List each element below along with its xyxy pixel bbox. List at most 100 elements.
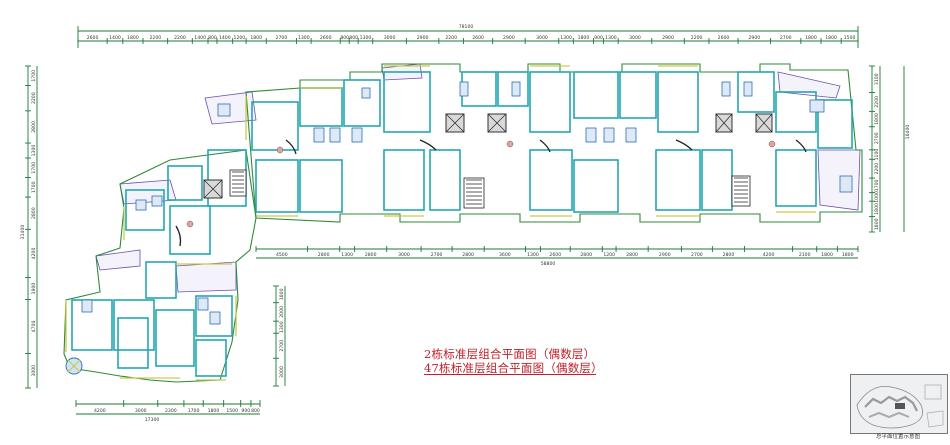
bottom-total-dimension: 58800 [541, 261, 556, 267]
dimension-label: 1800 [578, 35, 590, 41]
dimension-label: 2100 [799, 252, 811, 258]
east-terrace-area [817, 149, 861, 211]
dimension-label: 1300 [31, 145, 37, 157]
dimension-label: 1400 [109, 35, 121, 41]
main-building-block [204, 63, 863, 223]
entry-doors [276, 139, 807, 155]
dimension-label: 3000 [135, 408, 147, 414]
wing-windows [65, 206, 237, 381]
dimension-label: 2200 [874, 96, 880, 108]
dimension-label: 2800 [318, 252, 330, 258]
dimension-label: 1300 [605, 35, 617, 41]
top-total-dimension: 78100 [459, 24, 474, 30]
dimension-label: 1300 [527, 252, 539, 258]
dimension-label: 2800 [626, 252, 638, 258]
dimension-label: 2200 [174, 35, 186, 41]
dimension-label: 2700 [276, 35, 288, 41]
dimension-label: 2800 [31, 121, 37, 133]
dimension-label: 4700 [31, 321, 37, 333]
dimension-label: 1700 [31, 70, 37, 82]
dimension-label: 4200 [763, 252, 775, 258]
dimension-label: 1800 [279, 288, 285, 300]
dimension-label: 2800 [462, 252, 474, 258]
site-key-map [850, 374, 948, 434]
dimension-label: 1800 [127, 35, 139, 41]
dimension-label: 1200 [603, 252, 615, 258]
dimension-label: 2800 [365, 252, 377, 258]
dimension-label: 2600 [472, 35, 484, 41]
dimension-label: 2300 [165, 408, 177, 414]
drawing-title-building-47: 47栋标准层组合平面图（偶数层） [424, 361, 603, 375]
dimension-label: 3000 [536, 35, 548, 41]
windows [245, 65, 816, 217]
interior-rooms [251, 71, 853, 213]
dimension-label: 1800 [842, 252, 854, 258]
dimension-label: 1700 [31, 162, 37, 174]
dimension-label: 1700 [31, 181, 37, 193]
dimension-label: 3000 [279, 366, 285, 378]
dimension-label: 1800 [825, 35, 837, 41]
dimension-label: 3000 [384, 35, 396, 41]
dimension-label: 1300 [298, 35, 310, 41]
dimension-label: 2900 [662, 35, 674, 41]
dimension-label: 1300 [341, 252, 353, 258]
wing-outline [63, 149, 257, 383]
dimension-label: 2700 [691, 252, 703, 258]
dimension-label: 2800 [723, 252, 735, 258]
dimension-label: 1000 [874, 191, 880, 203]
dimension-label: 2700 [780, 35, 792, 41]
wing-fixtures [81, 195, 221, 325]
dimension-label: 1800 [874, 113, 880, 125]
dimension-label: 1800 [874, 218, 880, 230]
wing-balcony-area [95, 249, 141, 271]
dimension-label: 1800 [874, 203, 880, 215]
key-map-label: 总平面位置示意图 [875, 434, 920, 440]
dimension-label: 2200 [691, 35, 703, 41]
dimension-label: 2700 [431, 252, 443, 258]
dimension-label: 1800 [805, 35, 817, 41]
dimension-label: 800 [251, 408, 260, 414]
north-balcony-area-2 [777, 71, 841, 99]
site-plan-thumbnail [851, 375, 947, 433]
lower-total-dimension: 17300 [145, 417, 160, 423]
dimension-label: 1800 [208, 408, 220, 414]
dimension-label: 4500 [276, 252, 288, 258]
main-block-outline [245, 63, 863, 223]
dimension-label: 1900 [31, 283, 37, 295]
dimension-label: 1500 [844, 35, 856, 41]
dimension-label: 1700 [874, 179, 880, 191]
dimension-label: 1800 [821, 252, 833, 258]
dimension-label: 1300 [560, 35, 572, 41]
dimension-label: 1300 [360, 35, 372, 41]
elevator-cores [445, 113, 773, 133]
dimension-label: 2200 [31, 92, 37, 104]
dimension-label: 1700 [188, 408, 200, 414]
dimension-label: 1500 [226, 408, 238, 414]
dimension-label: 3600 [499, 252, 511, 258]
dimension-label: 2200 [445, 35, 457, 41]
dimension-label: 800 [349, 35, 358, 41]
dimension-label: 900 [594, 35, 603, 41]
dimension-label: 1300 [279, 321, 285, 333]
dimension-label: 2800 [31, 207, 37, 219]
drawing-title-building-2: 2栋标准层组合平面图（偶数层） [424, 347, 596, 361]
dimension-label: 2800 [580, 252, 592, 258]
dimension-label: 2900 [417, 35, 429, 41]
dimension-label: 2900 [659, 252, 671, 258]
right-total-dimension: 16400 [905, 125, 911, 140]
southwest-wing [63, 149, 257, 383]
dimension-label: 2600 [87, 35, 99, 41]
right-dimension-chain: 16400 3100220018002700110022001700100018… [869, 65, 911, 233]
dimension-label: 2200 [874, 163, 880, 175]
dimension-label: 800 [208, 35, 217, 41]
title-underline [424, 374, 596, 375]
dimension-label: 1800 [250, 35, 262, 41]
dimension-label: 4200 [94, 408, 106, 414]
dimension-label: 3100 [874, 73, 880, 85]
